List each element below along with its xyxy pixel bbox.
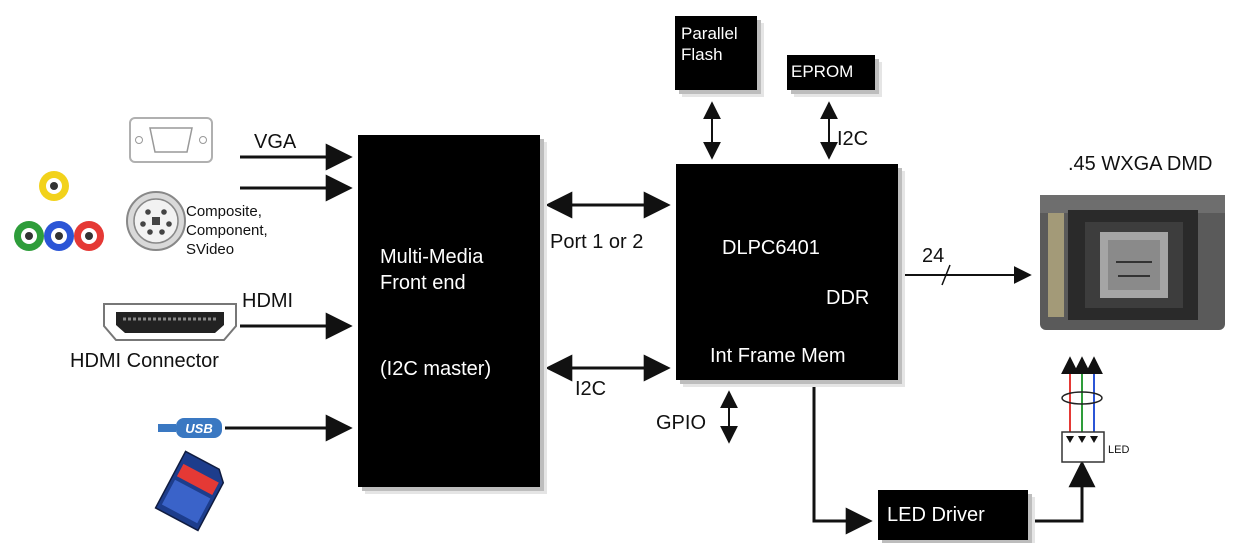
led-driver-block: LED Driver [878, 490, 1028, 540]
gpio-label: GPIO [656, 412, 707, 434]
svideo-connector-icon [126, 191, 186, 251]
flash-label-2: Flash [681, 45, 723, 64]
frontend-label-2: Front end [380, 272, 466, 294]
frontend-label-3: (I2C master) [380, 358, 492, 380]
svg-text:USB: USB [185, 421, 212, 436]
composite-label: Composite, [186, 203, 262, 220]
flash-label-1: Parallel [681, 24, 738, 43]
hdmi-connector-icon [103, 303, 237, 341]
eprom-block: EPROM [787, 55, 875, 90]
i2c-top-label: I2C [837, 128, 869, 150]
svideo-label: SVideo [186, 241, 235, 258]
bus-slash [941, 264, 951, 286]
controller-ddr: DDR [826, 287, 870, 309]
parallel-flash-block: Parallel Flash [675, 16, 757, 90]
led-package-icon [1061, 431, 1105, 463]
led-label: LED [1108, 444, 1130, 456]
vga-label: VGA [254, 131, 297, 153]
usb-icon: USB [158, 418, 222, 438]
i2c-bottom-label: I2C [575, 378, 607, 400]
component-label: Component, [186, 222, 268, 239]
led-driver-link [812, 385, 873, 535]
rca-connectors-icon [14, 171, 104, 251]
hdmi-connector-label: HDMI Connector [70, 350, 219, 372]
dmd-chip-icon [1040, 195, 1225, 330]
frontend-label-1: Multi-Media [380, 246, 484, 268]
led-driver-label: LED Driver [887, 504, 985, 526]
bus-width-label: 24 [922, 245, 945, 267]
lens-ring-icon [1061, 391, 1103, 405]
eprom-label: EPROM [791, 62, 854, 81]
hdmi-label: HDMI [242, 290, 294, 312]
dmd-label: .45 WXGA DMD [1068, 153, 1213, 175]
controller-frame-mem: Int Frame Mem [710, 345, 846, 367]
led-power-link [1035, 460, 1096, 523]
vga-connector-icon [129, 117, 213, 163]
port-label: Port 1 or 2 [550, 231, 644, 253]
dlpc6401-controller-block: DLPC6401 DDR Int Frame Mem [676, 164, 898, 380]
controller-name: DLPC6401 [722, 237, 820, 259]
sd-card-icon [154, 450, 225, 532]
multimedia-frontend-block: Multi-Media Front end (I2C master) [358, 135, 540, 487]
